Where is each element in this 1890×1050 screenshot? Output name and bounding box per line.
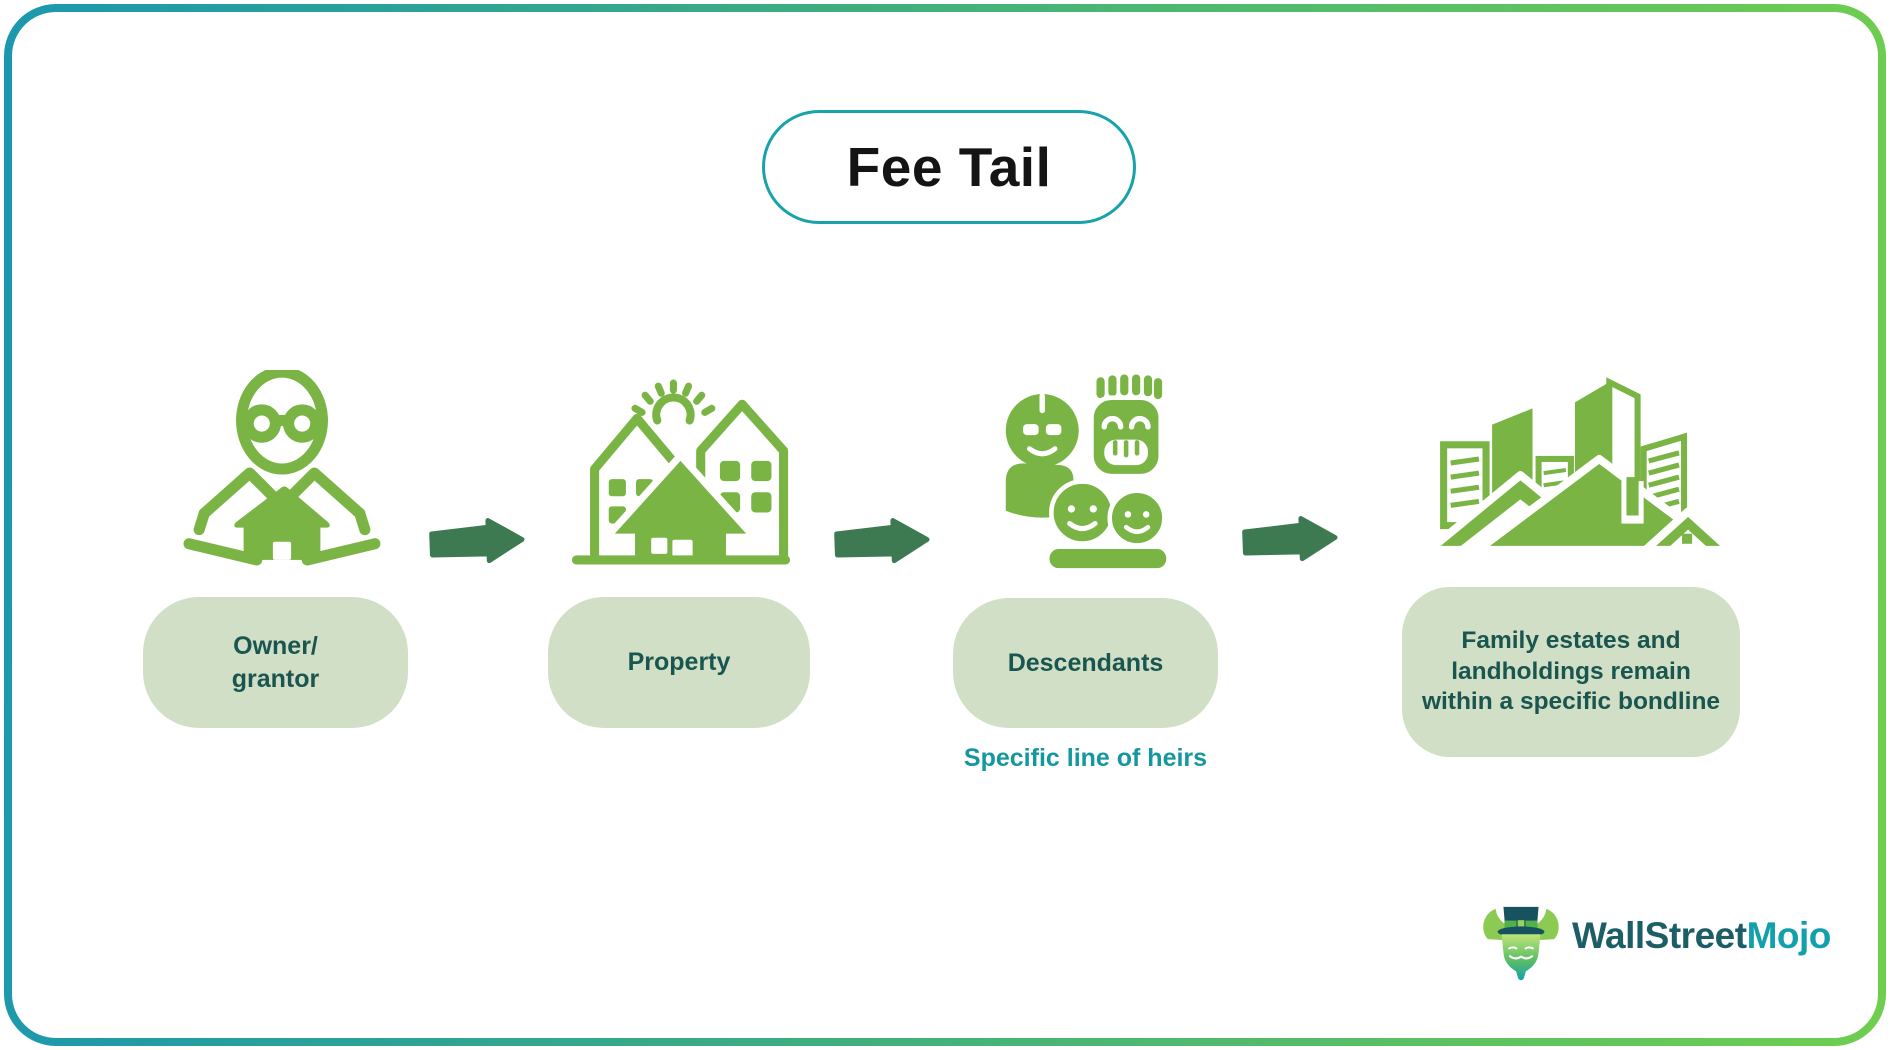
city-estate-svg — [1425, 377, 1735, 554]
bull-mascot-icon — [1483, 906, 1559, 981]
step-label: Property — [627, 648, 731, 677]
brand-mojo: Mojo — [1746, 915, 1832, 956]
person-holding-house-svg — [183, 370, 381, 566]
city-estate-icon — [1424, 366, 1736, 564]
arrow-svg — [1242, 516, 1338, 562]
arrow-icon-2 — [834, 518, 930, 564]
label-box-family-estates: Family estates and landholdings remain w… — [1402, 587, 1740, 757]
person-holding-house-icon — [178, 370, 386, 568]
brand-wallstreet: WallStreet — [1572, 915, 1747, 956]
step-label: Descendants — [1007, 648, 1164, 677]
arrow-svg — [834, 518, 930, 564]
page-title: Fee Tail — [846, 136, 1052, 198]
step-label: Owner/ grantor — [231, 632, 320, 693]
houses-sun-icon — [570, 374, 792, 566]
wallstreetmojo-logo: WallStreetMojo — [1480, 904, 1831, 982]
title-pill: Fee Tail — [762, 110, 1136, 224]
family-svg — [1005, 374, 1170, 570]
family-icon — [984, 374, 1188, 570]
step-label: Family estates and landholdings remain w… — [1421, 626, 1721, 716]
label-box-descendants: Descendants — [953, 598, 1218, 728]
label-box-property: Property — [548, 597, 810, 728]
arrow-icon-1 — [429, 518, 525, 564]
heirs-caption: Specific line of heirs — [963, 744, 1208, 772]
arrow-svg — [429, 518, 525, 564]
houses-sun-svg — [571, 379, 791, 566]
brand-wordmark: WallStreetMojo — [1572, 915, 1831, 971]
label-box-owner-grantor: Owner/ grantor — [143, 597, 408, 728]
arrow-icon-3 — [1242, 516, 1338, 562]
